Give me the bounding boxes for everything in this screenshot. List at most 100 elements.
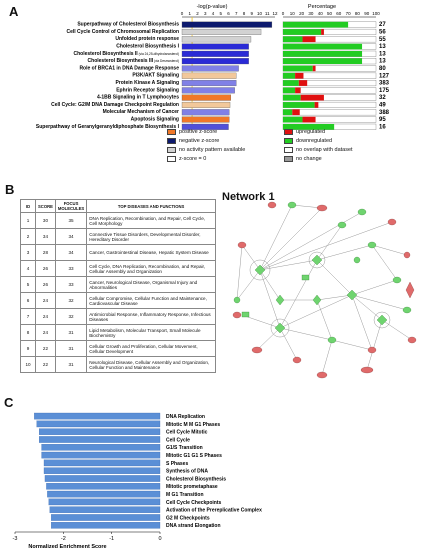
pathway-bar bbox=[181, 36, 252, 43]
pathway-total: 27 bbox=[379, 22, 386, 28]
pathway-total: 49 bbox=[379, 103, 386, 109]
percent-bar-down bbox=[283, 58, 363, 64]
regulation-legend-swatch bbox=[284, 146, 293, 153]
regulation-legend-label: no overlap with dataset bbox=[296, 146, 353, 153]
nes-category-label: Mitotic G1 G1 S Phases bbox=[166, 453, 222, 459]
percent-bar-down bbox=[283, 43, 363, 50]
pathway-bar bbox=[181, 94, 231, 101]
pathway-label: Role of BRCA1 in DNA Damage Response bbox=[79, 65, 179, 71]
percent-bar-up bbox=[295, 87, 301, 94]
percent-bar-down bbox=[283, 102, 315, 108]
table-cell: 31 bbox=[54, 340, 88, 357]
right-axis-title: Percentage bbox=[308, 4, 336, 10]
nes-bar bbox=[41, 444, 161, 451]
table-cell: 31 bbox=[54, 324, 88, 341]
nes-bar bbox=[44, 475, 161, 482]
table-cell: Connective Tissue Disorders, Development… bbox=[86, 228, 216, 245]
network-title: Network 1 bbox=[222, 191, 275, 203]
table-cell: 22 bbox=[35, 340, 56, 357]
regulation-legend-item: upregulated bbox=[284, 127, 353, 136]
nes-bar bbox=[36, 420, 161, 428]
nes-category-label: Activation of the Prereplicative Complex bbox=[166, 508, 262, 514]
zscore-legend-item: positive z-score bbox=[167, 127, 245, 136]
table-cell: 34 bbox=[54, 228, 88, 245]
table-cell: Neurological Disease, Cellular Assembly … bbox=[86, 356, 216, 373]
percent-bar-down bbox=[283, 87, 296, 94]
table-cell: 33 bbox=[54, 276, 88, 293]
nes-bar bbox=[46, 483, 161, 490]
table-cell: 28 bbox=[35, 244, 56, 261]
pathway-bar bbox=[181, 50, 249, 57]
pathway-bar bbox=[181, 123, 229, 130]
nes-category-label: G1/S Transition bbox=[166, 445, 203, 451]
nes-tick-label: -1 bbox=[109, 536, 114, 542]
table-cell: 33 bbox=[54, 260, 88, 277]
table-cell: 30 bbox=[35, 212, 56, 229]
percent-bar-up bbox=[302, 116, 316, 123]
right-tick-label: 0 bbox=[282, 11, 285, 16]
pathway-total: 13 bbox=[379, 44, 386, 50]
left-tick-label: 1 bbox=[188, 11, 191, 16]
pathway-label: Cholesterol Biosynthesis I bbox=[116, 44, 179, 50]
pathway-label: Cell Cycle Control of Chromosomal Replic… bbox=[66, 29, 179, 35]
regulation-legend-swatch bbox=[284, 155, 293, 162]
left-tick-label: 9 bbox=[250, 11, 253, 16]
col-focus: FOCUS MOLECULES bbox=[54, 199, 88, 213]
zscore-legend-label: no activity pattern available bbox=[179, 146, 246, 153]
nes-bar bbox=[43, 467, 161, 474]
percent-bar-up bbox=[298, 80, 308, 86]
zscore-legend-item: negative z-score bbox=[167, 136, 245, 145]
nes-category-label: Cell Cycle bbox=[166, 437, 190, 443]
table-cell: 24 bbox=[35, 292, 56, 309]
pathway-total: 55 bbox=[379, 37, 386, 43]
pathway-total: 13 bbox=[379, 59, 386, 65]
left-tick-label: 11 bbox=[265, 11, 270, 16]
table-cell: DNA Replication, Recombination, and Repa… bbox=[86, 212, 216, 229]
percent-bar-up bbox=[295, 72, 304, 79]
percent-bar-down bbox=[283, 124, 335, 130]
nes-bar bbox=[48, 498, 161, 506]
regulation-legend-item: no overlap with dataset bbox=[284, 145, 353, 154]
percent-bar-up bbox=[292, 109, 300, 116]
panel-label-b: B bbox=[5, 182, 15, 197]
zscore-legend-swatch bbox=[167, 146, 176, 153]
col-id: ID bbox=[20, 199, 36, 213]
right-tick-label: 60 bbox=[336, 11, 342, 16]
col-score: SCORE bbox=[35, 199, 56, 213]
left-tick-label: 3 bbox=[204, 11, 207, 16]
pathway-label: Unfolded protein response bbox=[115, 36, 179, 42]
nes-bar bbox=[34, 412, 161, 420]
pathway-label: Cholesterol Biosynthesis III (via Desmos… bbox=[88, 58, 179, 64]
pathway-bar bbox=[181, 21, 273, 28]
percent-bar-down bbox=[283, 51, 363, 57]
right-tick-label: 20 bbox=[299, 11, 305, 16]
percent-bar-up bbox=[312, 65, 316, 72]
nes-tick-label: -3 bbox=[13, 536, 18, 542]
pathway-label: Molecular Mechanism of Cancer bbox=[103, 109, 179, 115]
pathway-total: 95 bbox=[379, 117, 386, 123]
pathway-total: 388 bbox=[379, 110, 390, 116]
nes-axis-title: Normalized Enrichment Score bbox=[28, 544, 106, 550]
pathway-label: Superpathway of Geranylgeranyldiphosphat… bbox=[36, 124, 180, 130]
nes-category-label: G2 M Checkpoints bbox=[166, 515, 210, 521]
table-cell: Cellular Compromise, Cellular Function a… bbox=[86, 292, 216, 309]
percent-bar-down bbox=[283, 36, 303, 43]
left-tick-label: 4 bbox=[212, 11, 215, 16]
table-cell: 4 bbox=[20, 260, 36, 277]
regulation-legend-swatch bbox=[284, 128, 293, 135]
table-cell: 6 bbox=[20, 292, 36, 309]
pathway-bar bbox=[181, 87, 235, 94]
networks-table: ID SCORE FOCUS MOLECULES TOP DISEASES AN… bbox=[20, 199, 216, 373]
pathway-label: Protein Kinase A Signaling bbox=[115, 80, 179, 86]
regulation-legend-label: upregulated bbox=[296, 128, 326, 135]
zscore-legend-swatch bbox=[167, 128, 176, 135]
table-cell: Cancer, Gastrointestinal Disease, Hepati… bbox=[86, 244, 216, 261]
pathway-label: Apoptosis Signaling bbox=[131, 117, 179, 123]
left-tick-label: 7 bbox=[235, 11, 238, 16]
